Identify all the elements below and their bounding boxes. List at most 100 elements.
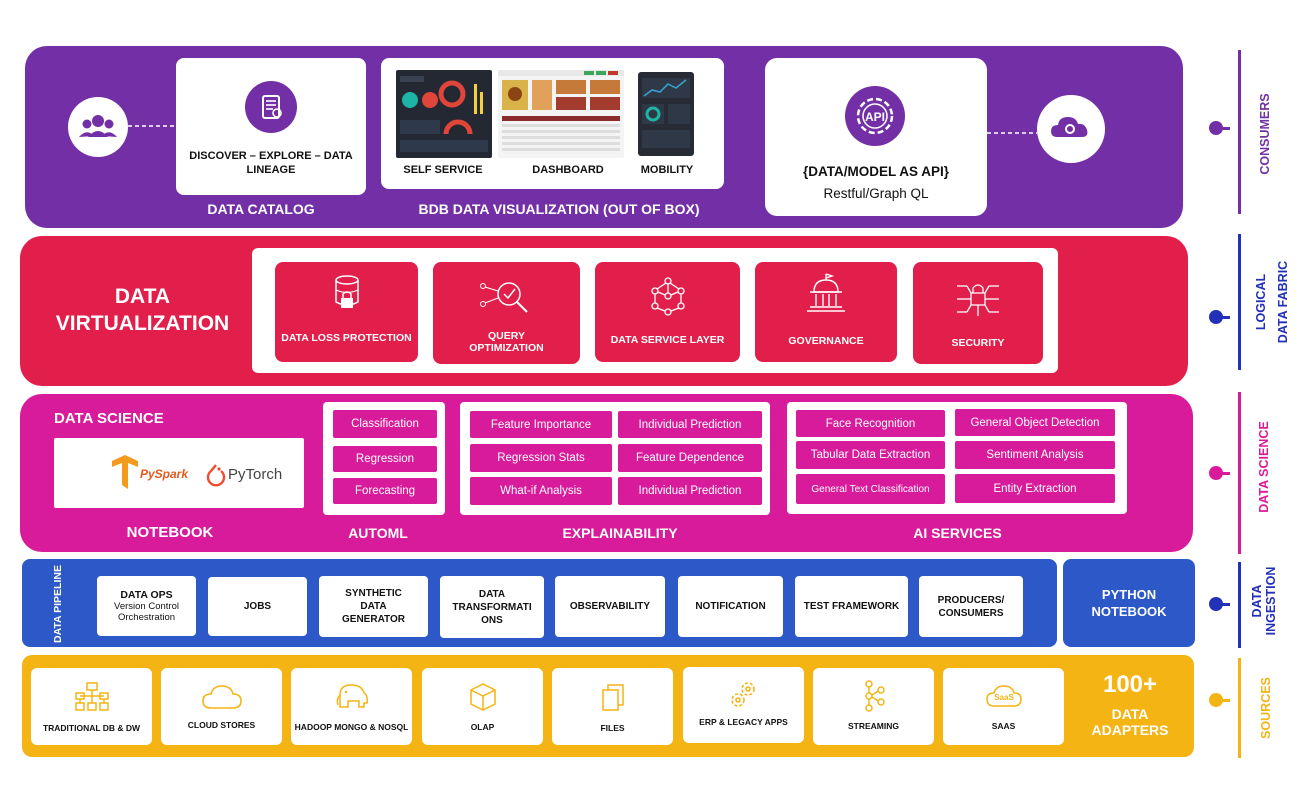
source-files-card[interactable]: FILES	[552, 668, 673, 745]
automl-label: AUTOML	[348, 525, 408, 541]
jobs-card[interactable]: JOBS	[208, 577, 307, 636]
card-label: SECURITY	[951, 337, 1005, 349]
sources-bracket	[1238, 658, 1241, 758]
source-hadoop-card[interactable]: HADOOP MONGO & NOSQL	[291, 668, 412, 745]
viz-item-self-service: SELF SERVICE	[403, 164, 483, 176]
notification-card[interactable]: NOTIFICATION	[678, 576, 783, 637]
science-bracket	[1238, 392, 1241, 554]
pytorch-logo-icon	[206, 464, 226, 487]
query-optimization-card[interactable]: QUERY OPTIMIZATION	[433, 262, 580, 364]
security-card[interactable]: SECURITY	[913, 262, 1043, 364]
automl-item-regression[interactable]: Regression	[333, 446, 437, 472]
explain-item-regression-stats[interactable]: Regression Stats	[470, 444, 612, 472]
search-network-icon	[480, 282, 528, 313]
saas-icon-text: SaaS	[994, 693, 1014, 702]
card-label: DATA LOSS PROTECTION	[281, 332, 412, 344]
fabric-dot	[1209, 310, 1223, 324]
stream-icon	[865, 680, 885, 712]
ingestion-tick	[1216, 603, 1230, 606]
fabric-section-label-2: DATA FABRIC	[1276, 260, 1290, 344]
card-label: TRADITIONAL DB & DW	[42, 723, 141, 733]
lock-circuit-icon	[957, 284, 999, 316]
data-service-layer-card[interactable]: DATA SERVICE LAYER	[595, 262, 740, 362]
source-olap-card[interactable]: OLAP	[422, 668, 543, 745]
api-gear-icon	[845, 86, 905, 146]
explain-item-what-if-analysis[interactable]: What-if Analysis	[470, 477, 612, 505]
governance-card[interactable]: GOVERNANCE	[755, 262, 897, 362]
science-tick	[1216, 472, 1230, 475]
cloud-icon	[202, 685, 242, 709]
source-cloud-stores-card[interactable]: CLOUD STORES	[161, 668, 282, 745]
consumers-bracket	[1238, 50, 1241, 214]
hierarchy-icon	[75, 682, 109, 711]
data-science-title: DATA SCIENCE	[54, 410, 164, 427]
explain-item-individual-prediction-2[interactable]: Individual Prediction	[618, 477, 762, 505]
source-saas-card[interactable]: SaaS SAAS	[943, 668, 1064, 745]
ingestion-section-label-2: INGESTION	[1264, 566, 1278, 636]
science-dot	[1209, 466, 1223, 480]
automl-item-forecasting[interactable]: Forecasting	[333, 478, 437, 504]
ai-item-general-object-detection[interactable]: General Object Detection	[955, 409, 1115, 436]
python-notebook-label: PYTHON NOTEBOOK	[1091, 587, 1167, 619]
viz-item-dashboard: DASHBOARD	[532, 164, 604, 176]
card-label: QUERY OPTIMIZATION	[469, 330, 544, 354]
explainability-label: EXPLAINABILITY	[562, 525, 678, 541]
card-label: DATA SERVICE LAYER	[610, 334, 725, 346]
saas-cloud-icon	[986, 685, 1022, 707]
api-title: {DATA/MODEL AS API}	[802, 163, 949, 179]
test-framework-card[interactable]: TEST FRAMEWORK	[795, 576, 908, 637]
data-transformations-card[interactable]: DATA TRANSFORMATI ONS	[440, 576, 544, 638]
data-loss-protection-card[interactable]: DATA LOSS PROTECTION	[275, 262, 418, 362]
fabric-bracket	[1238, 234, 1241, 370]
consumers-dot	[1209, 121, 1223, 135]
card-label: OLAP	[470, 722, 495, 732]
catalog-icon	[245, 81, 297, 133]
card-label: CLOUD STORES	[187, 720, 256, 730]
dashboard-thumbnail	[498, 70, 624, 158]
consumers-tick	[1216, 127, 1230, 130]
fabric-tick	[1216, 316, 1230, 319]
python-notebook-band[interactable]	[1063, 559, 1195, 647]
card-label: ERP & LEGACY APPS	[699, 717, 788, 727]
source-streaming-card[interactable]: STREAMING	[813, 668, 934, 745]
card-label: GOVERNANCE	[788, 335, 864, 347]
building-icon	[807, 273, 845, 312]
synthetic-data-generator-card[interactable]: SYNTHETIC DATA GENERATOR	[319, 576, 428, 637]
sources-tick	[1216, 699, 1230, 702]
ai-item-sentiment-analysis[interactable]: Sentiment Analysis	[955, 441, 1115, 469]
ai-item-face-recognition[interactable]: Face Recognition	[796, 410, 945, 437]
users-icon	[68, 97, 128, 157]
data-catalog-label: DATA CATALOG	[207, 201, 315, 217]
producers-consumers-card[interactable]: PRODUCERS/ CONSUMERS	[919, 576, 1023, 637]
elephant-icon	[336, 684, 368, 708]
explain-item-feature-importance[interactable]: Feature Importance	[470, 411, 612, 438]
sources-section-label: SOURCES	[1259, 677, 1273, 739]
ai-item-entity-extraction[interactable]: Entity Extraction	[955, 474, 1115, 503]
viz-item-mobility: MOBILITY	[640, 164, 694, 176]
cube-icon	[470, 683, 496, 711]
data-ops-subtitle: Version Control Orchestration	[114, 601, 179, 623]
consumers-section-label: CONSUMERS	[1258, 93, 1272, 175]
card-label: FILES	[600, 723, 625, 733]
data-pipeline-label: DATA PIPELINE	[52, 565, 64, 643]
data-ops-title: DATA OPS	[120, 589, 173, 601]
science-section-label: DATA SCIENCE	[1257, 421, 1271, 513]
database-lock-icon	[335, 275, 359, 308]
observability-card[interactable]: OBSERVABILITY	[555, 576, 665, 637]
explain-item-individual-prediction[interactable]: Individual Prediction	[618, 411, 762, 438]
files-icon	[602, 684, 624, 711]
api-icon-text: API	[864, 110, 885, 124]
source-traditional-db-card[interactable]: TRADITIONAL DB & DW	[31, 668, 152, 745]
automl-item-classification[interactable]: Classification	[333, 410, 437, 438]
sources-dot	[1209, 693, 1223, 707]
explain-item-feature-dependence[interactable]: Feature Dependence	[618, 444, 762, 472]
fabric-section-label-1: LOGICAL	[1254, 273, 1268, 331]
ingestion-bracket	[1238, 562, 1241, 648]
ai-services-label: AI SERVICES	[913, 525, 1002, 541]
source-erp-card[interactable]: ERP & LEGACY APPS	[683, 667, 804, 743]
ai-item-tabular-data-extraction[interactable]: Tabular Data Extraction	[796, 441, 945, 469]
virtualization-title-line1: DATA	[114, 285, 171, 308]
data-ops-card[interactable]: DATA OPS Version Control Orchestration	[97, 576, 196, 636]
card-label: STREAMING	[848, 721, 899, 731]
ai-item-general-text-classification[interactable]: General Text Classification	[796, 474, 945, 504]
